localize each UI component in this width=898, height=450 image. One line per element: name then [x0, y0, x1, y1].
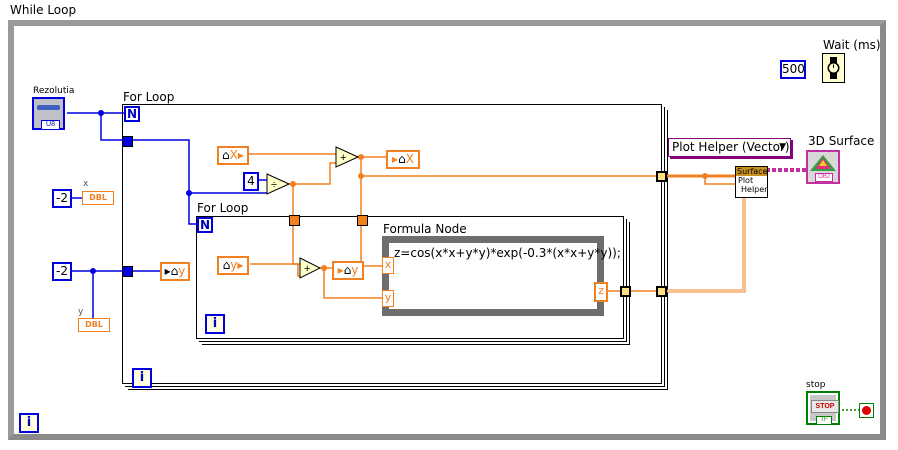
inner-count-terminal[interactable]: N: [197, 217, 213, 233]
stop-button-control[interactable]: STOP TF: [806, 391, 840, 425]
rezolutia-type-badge: U8: [41, 120, 60, 130]
outer-index-tunnel-z[interactable]: [656, 286, 667, 297]
inner-xval-tunnel[interactable]: [357, 215, 368, 226]
plot-helper-line1: Plot: [738, 176, 754, 185]
x-init-constant[interactable]: -2: [52, 189, 72, 208]
watch-icon: [827, 57, 840, 79]
x-indicator-label: x: [83, 179, 89, 189]
outer-for-loop-label: For Loop: [123, 90, 175, 104]
y-indicator[interactable]: DBL: [78, 318, 110, 332]
outer-index-tunnel-x[interactable]: [656, 171, 667, 182]
formula-output-z[interactable]: z: [594, 282, 608, 302]
y-indicator-label: y: [78, 307, 84, 317]
add-x-operator[interactable]: +: [335, 146, 359, 168]
stop-if-true-icon: [862, 406, 871, 415]
formula-input-y[interactable]: y: [382, 290, 394, 307]
wait-constant[interactable]: 500: [780, 60, 806, 79]
outer-count-terminal[interactable]: N: [124, 106, 140, 122]
surface-plot-icon: [810, 155, 836, 171]
x-local-write[interactable]: ▸⌂X: [386, 150, 420, 169]
surface-3d-indicator[interactable]: OBJ: [806, 150, 840, 184]
loop-condition-terminal[interactable]: [859, 403, 874, 418]
divide-operator[interactable]: ÷: [266, 173, 290, 195]
y-local-write-inner[interactable]: ▸⌂y: [332, 261, 364, 280]
rezolutia-control[interactable]: U8: [32, 97, 65, 130]
formula-node-label: Formula Node: [383, 222, 467, 236]
inner-for-loop-label: For Loop: [197, 201, 249, 215]
plot-helper-header: Surface: [736, 167, 768, 176]
while-iteration-terminal: i: [19, 413, 39, 433]
x-local-read[interactable]: ⌂X▸: [217, 146, 249, 165]
constant-four[interactable]: 4: [243, 172, 259, 191]
formula-expression[interactable]: z=cos(x*x+y*y)*exp(-0.3*(x*x+y*y));: [394, 246, 621, 260]
plot-helper-node[interactable]: Surface Plot Helper: [735, 166, 768, 198]
y-init-constant[interactable]: -2: [52, 262, 72, 281]
stop-label: stop: [806, 380, 826, 390]
outer-y-tunnel[interactable]: [122, 266, 133, 277]
wire-to-inner-n: [188, 193, 199, 225]
svg-text:+: +: [304, 263, 310, 275]
while-loop-label: While Loop: [10, 3, 77, 17]
y-local-write-outer[interactable]: ▸⌂y: [160, 262, 190, 281]
inner-x-tunnel[interactable]: [289, 215, 300, 226]
stop-type-badge: TF: [816, 416, 832, 425]
stop-button-face: STOP: [811, 400, 839, 413]
plot-helper-line2: Helper: [741, 185, 768, 194]
dropdown-arrow-icon: ▼: [779, 142, 786, 152]
y-local-read[interactable]: ⌂y▸: [217, 256, 249, 275]
add-y-operator[interactable]: +: [299, 257, 321, 279]
wait-label: Wait (ms): [823, 38, 881, 52]
plot-helper-selector[interactable]: Plot Helper (Vector) ▼: [668, 138, 791, 157]
svg-text:+: +: [340, 152, 346, 164]
formula-node[interactable]: [382, 236, 604, 316]
rezolutia-label: Rezolutia: [33, 86, 75, 96]
svg-text:÷: ÷: [271, 179, 277, 191]
inner-index-tunnel[interactable]: [620, 286, 631, 297]
surface-label: 3D Surface: [808, 134, 875, 148]
outer-iteration-terminal: i: [132, 368, 152, 388]
x-indicator[interactable]: DBL: [82, 191, 114, 205]
formula-input-x[interactable]: x: [382, 257, 394, 274]
inner-iteration-terminal: i: [205, 314, 225, 334]
outer-shift-tunnel[interactable]: [122, 136, 133, 147]
surface-type-badge: OBJ: [815, 173, 833, 182]
wait-function[interactable]: [822, 53, 845, 83]
slider-track-icon: [37, 105, 60, 110]
